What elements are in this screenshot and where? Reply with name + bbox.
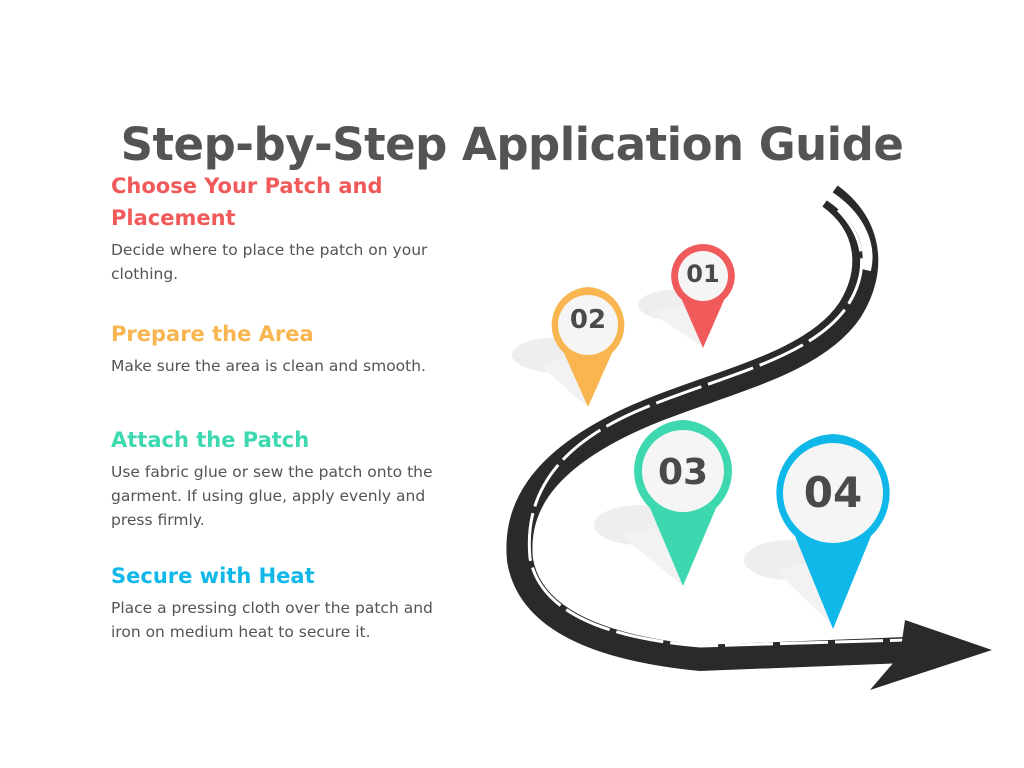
step-2-description: Make sure the area is clean and smooth. — [111, 357, 426, 375]
pin-04-icon — [776, 434, 890, 629]
pin-02-icon — [551, 287, 625, 407]
arrow-head-icon — [870, 620, 992, 690]
pin-04-label: 04 — [803, 468, 863, 517]
pin-03-label: 03 — [657, 452, 709, 493]
step-2-title: Prepare the Area — [111, 322, 314, 346]
step-1-title: Choose Your Patch and Placement — [111, 174, 383, 230]
pin-01-label: 01 — [686, 260, 720, 288]
step-1: Choose Your Patch and Placement Decide w… — [111, 170, 451, 286]
step-3-description: Use fabric glue or sew the patch onto th… — [111, 463, 433, 529]
pin-01-icon — [671, 244, 735, 348]
pin-03-icon — [634, 420, 732, 586]
pin-02-label: 02 — [569, 305, 607, 335]
step-4-title: Secure with Heat — [111, 564, 315, 588]
step-3-title: Attach the Patch — [111, 428, 310, 452]
step-2: Prepare the Area Make sure the area is c… — [111, 318, 451, 378]
step-3: Attach the Patch Use fabric glue or sew … — [111, 424, 451, 532]
step-4-description: Place a pressing cloth over the patch an… — [111, 599, 433, 641]
page-title: Step-by-Step Application Guide — [120, 118, 904, 172]
step-1-description: Decide where to place the patch on your … — [111, 241, 428, 283]
step-4: Secure with Heat Place a pressing cloth … — [111, 560, 451, 644]
road-path — [506, 185, 906, 672]
